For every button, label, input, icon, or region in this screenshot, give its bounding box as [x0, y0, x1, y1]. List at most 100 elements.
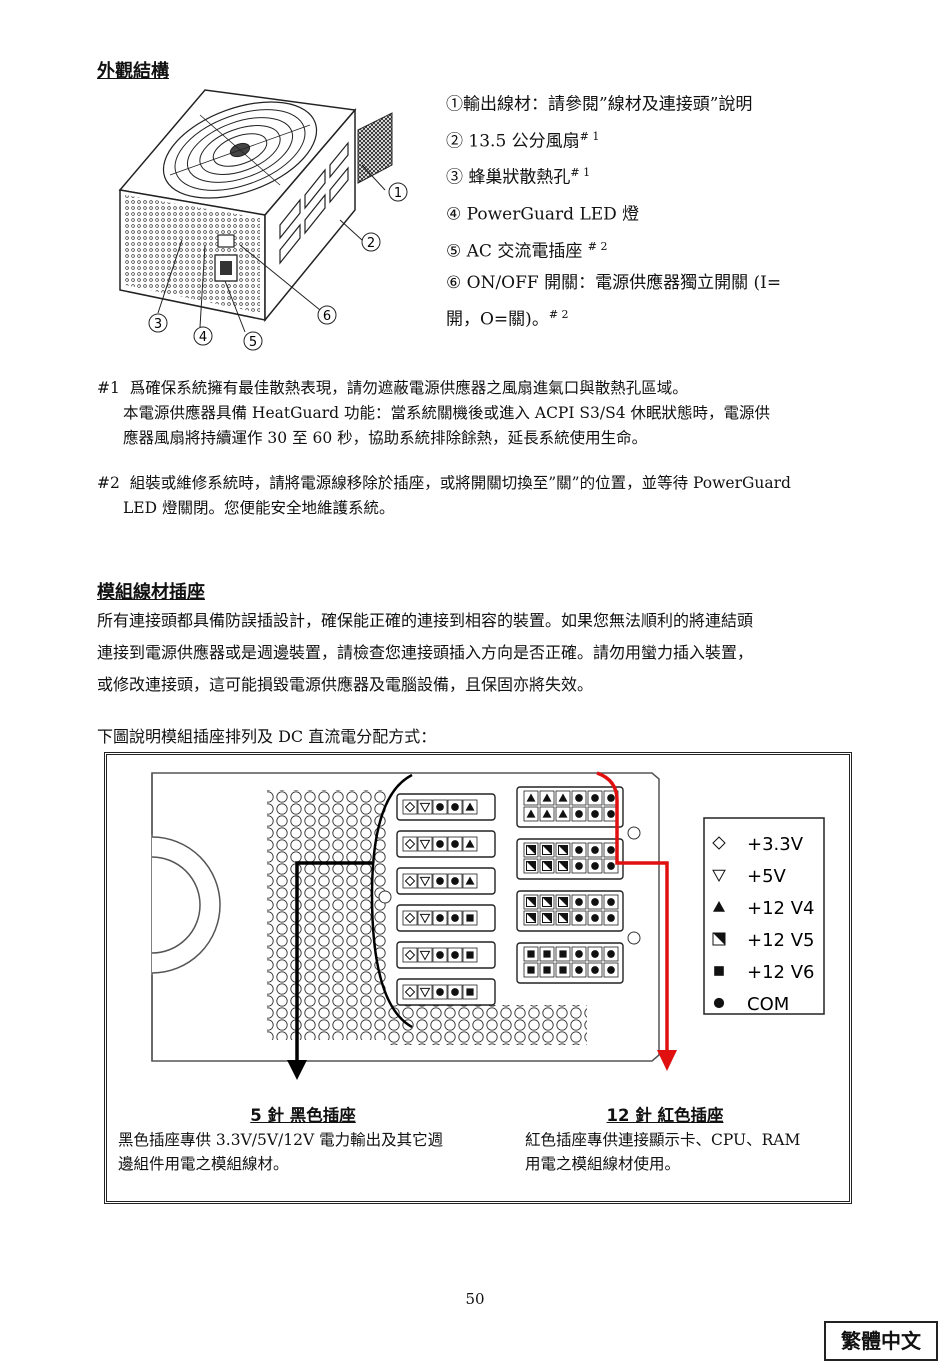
- legend-box: [703, 817, 825, 1015]
- pin-half-square-icon: [542, 845, 552, 855]
- pin-circle-icon: [451, 914, 459, 922]
- pin-triangle-up-icon: [465, 802, 475, 811]
- pin-half-square-icon: [526, 913, 536, 923]
- triangle-down-icon: [712, 869, 726, 883]
- legend-label: +12 V4: [747, 898, 814, 919]
- pin-triangle-down-icon: [419, 876, 431, 887]
- legend-label: +5V: [747, 866, 787, 887]
- pin-circle-icon: [607, 950, 615, 958]
- note-1: #1 爲確保系統擁有最佳散熱表現，請勿遮蔽電源供應器之風扇進氣口與散熱孔區域。 …: [97, 379, 771, 447]
- cable-mesh: [357, 112, 393, 184]
- legend-label: +12 V5: [747, 930, 814, 951]
- pin-circle-icon: [436, 877, 444, 885]
- pin-half-square-icon: [558, 897, 568, 907]
- pin-circle-icon: [575, 846, 583, 854]
- pin-diamond-icon: [404, 986, 416, 998]
- pin-triangle-up-icon: [465, 839, 475, 848]
- pin-circle-icon: [575, 794, 583, 802]
- pin-circle-icon: [451, 951, 459, 959]
- power-switch: [217, 234, 235, 248]
- red-arrow: [657, 1050, 677, 1071]
- pin-triangle-up-icon: [558, 793, 568, 802]
- pin-half-square-icon: [542, 897, 552, 907]
- pin-half-square-icon: [526, 897, 536, 907]
- pin-triangle-down-icon: [419, 802, 431, 813]
- pin-circle-icon: [575, 950, 583, 958]
- pin-circle-icon: [607, 914, 615, 922]
- black-socket-caption: 5 針 黑色插座 黑色插座專供 3.3V/5V/12V 電力輸出及其它週 邊組件…: [118, 1106, 444, 1173]
- pin-circle-icon: [451, 840, 459, 848]
- pin-triangle-up-icon: [526, 793, 536, 802]
- pin-half-square-icon: [558, 861, 568, 871]
- pin-half-square-icon: [526, 861, 536, 871]
- pin-circle-icon: [591, 862, 599, 870]
- pin-circle-icon: [607, 810, 615, 818]
- pin-square-icon: [559, 950, 567, 958]
- pin-circle-icon: [436, 840, 444, 848]
- pin-triangle-down-icon: [419, 987, 431, 998]
- diagram-intro: 下圖說明模組插座排列及 DC 直流電分配方式：: [97, 727, 437, 746]
- pin-triangle-down-icon: [419, 913, 431, 924]
- feature-list: ①輸出線材：請參閱”線材及連接頭”說明 ② 13.5 公分風扇# 1 ③ 蜂巢狀…: [446, 84, 781, 336]
- pin-triangle-up-icon: [465, 876, 475, 885]
- pin-circle-icon: [591, 810, 599, 818]
- callout-6: 6: [323, 309, 331, 324]
- pin-diamond-icon: [404, 875, 416, 887]
- black-arrow: [287, 1060, 307, 1080]
- pin-square-icon: [527, 966, 535, 974]
- pin-circle-icon: [436, 914, 444, 922]
- feature-item: ⑥ ON/OFF 開關：電源供應器獨立開關 (I=: [446, 273, 782, 294]
- pin-circle-icon: [591, 898, 599, 906]
- feature-item: ④ PowerGuard LED 燈: [446, 204, 640, 225]
- pin-circle-icon: [607, 966, 615, 974]
- callout-1: 1: [394, 186, 402, 201]
- callout-4: 4: [199, 330, 207, 345]
- pin-circle-icon: [591, 794, 599, 802]
- callout-5: 5: [249, 335, 257, 350]
- pin-circle-icon: [451, 988, 459, 996]
- pin-half-square-icon: [558, 913, 568, 923]
- modular-paragraph: 所有連接頭都具備防誤插設計，確保能正確的連接到相容的裝置。如果您無法順利的將連結…: [97, 611, 754, 694]
- pin-square-icon: [466, 951, 474, 959]
- pin-circle-icon: [436, 988, 444, 996]
- pin-half-square-icon: [526, 845, 536, 855]
- legend-label: +3.3V: [747, 834, 804, 855]
- pin-half-square-icon: [558, 845, 568, 855]
- pin-circle-icon: [575, 966, 583, 974]
- section-title-modular: 模組線材插座: [97, 582, 205, 603]
- connector-group: [396, 786, 624, 1006]
- pin-circle-icon: [591, 966, 599, 974]
- pin-triangle-up-icon: [542, 793, 552, 802]
- language-badge: 繁體中文: [824, 1321, 938, 1361]
- psu-illustration: 1 2 3 4 5 6: [118, 89, 408, 351]
- modular-connectors: [279, 141, 349, 265]
- pin-circle-icon: [451, 877, 459, 885]
- pin-square-icon: [559, 966, 567, 974]
- red-socket-caption: 12 針 紅色插座 紅色插座專供連接顯示卡、CPU、RAM 用電之模組線材使用。: [525, 1106, 801, 1173]
- pin-circle-icon: [607, 898, 615, 906]
- circle-icon: [713, 997, 725, 1009]
- pin-circle-icon: [575, 862, 583, 870]
- feature-item: ⑤ AC 交流電插座 # 2: [446, 239, 608, 262]
- fan-icon: [162, 101, 318, 199]
- pin-diamond-icon: [404, 838, 416, 850]
- pin-triangle-down-icon: [419, 839, 431, 850]
- triangle-up-icon: [713, 901, 725, 912]
- pin-diamond-icon: [404, 801, 416, 813]
- diamond-icon: [712, 836, 726, 850]
- pin-circle-icon: [607, 862, 615, 870]
- feature-item: ①輸出線材：請參閱”線材及連接頭”說明: [446, 94, 753, 115]
- pin-diamond-icon: [404, 949, 416, 961]
- connector-diagram: [104, 752, 852, 1204]
- pin-triangle-up-icon: [558, 809, 568, 818]
- section-title-appearance: 外觀結構: [97, 61, 169, 82]
- feature-item: ② 13.5 公分風扇# 1: [446, 129, 600, 152]
- callout-2: 2: [367, 236, 375, 251]
- pin-half-square-icon: [542, 861, 552, 871]
- pin-circle-icon: [607, 794, 615, 802]
- pin-circle-icon: [451, 803, 459, 811]
- pin-circle-icon: [591, 846, 599, 854]
- pin-square-icon: [527, 950, 535, 958]
- pin-diamond-icon: [404, 912, 416, 924]
